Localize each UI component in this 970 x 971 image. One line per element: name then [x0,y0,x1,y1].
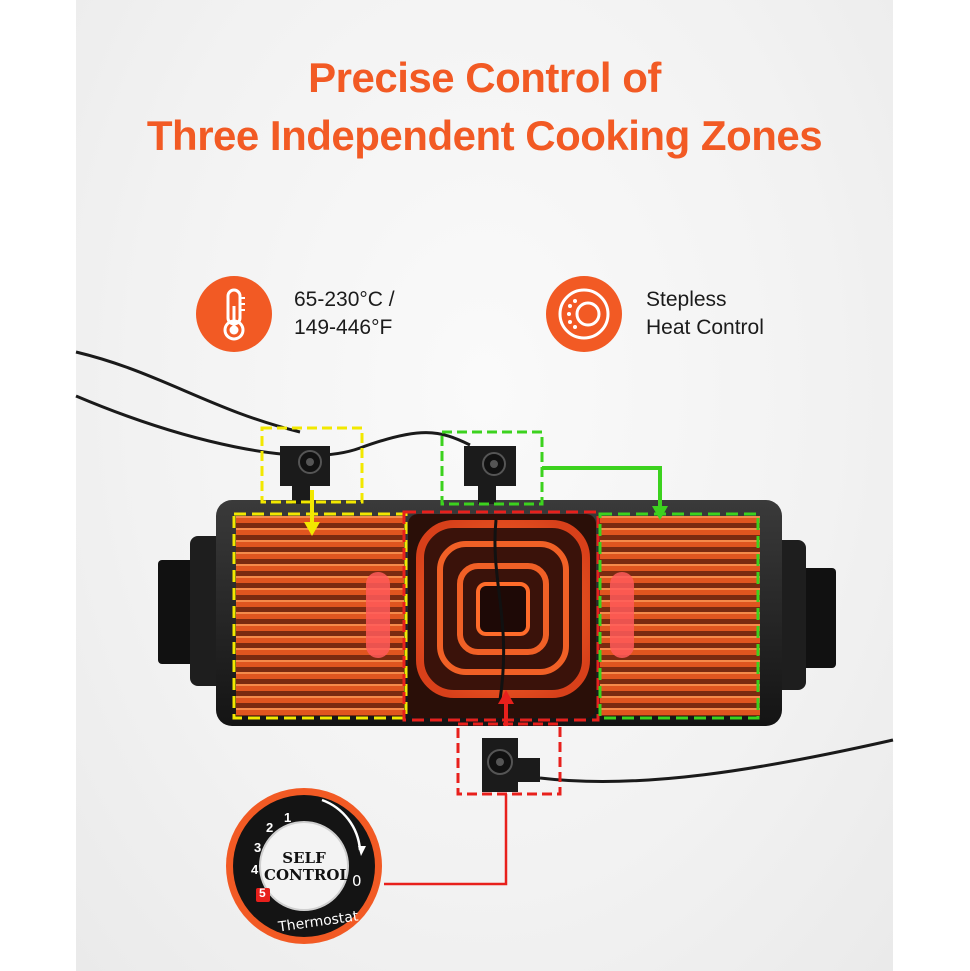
feature-2-line-2: Heat Control [646,316,764,339]
stepless-heat-text: Stepless Heat Control [646,286,764,342]
thermometer-icon [196,276,272,352]
left-zone-thermostat [280,446,330,504]
power-cord-left-lower [75,394,471,457]
knob-number-3: 3 [254,840,262,855]
thermostat-knob-closeup [226,788,382,944]
dial-icon [546,276,622,352]
power-cord-right [539,738,894,784]
right-handle [800,568,836,668]
right-zone-outline [598,512,760,720]
knob-off-mark: 0 [352,872,362,890]
knob-number-1: 1 [284,810,292,825]
knob-center-label: SELF CONTROL [264,849,350,884]
right-zone-thermostat [464,446,516,504]
knob-control-text: CONTROL [264,866,350,884]
left-handle [158,560,194,664]
left-zone-outline [232,512,408,720]
knob-self-text: SELF [282,849,326,867]
center-zone-thermostat [482,738,540,792]
center-zone-outline [402,510,600,722]
temperature-range-text: 65-230°C / 149-446°F [294,286,395,342]
headline-line-1: Precise Control of [308,54,661,101]
yellow-arrow [304,490,320,536]
red-arrow [498,690,514,726]
feature-1-line-1: 65-230°C / [294,288,395,311]
knob-number-5: 5 [259,886,266,900]
closeup-connector-line [384,794,508,886]
green-arrow [542,466,668,520]
feature-2-line-1: Stepless [646,288,727,311]
feature-1-line-2: 149-446°F [294,316,393,339]
knob-number-4: 4 [251,862,259,877]
headline-line-2: Three Independent Cooking Zones [146,112,823,159]
knob-number-2: 2 [266,820,274,835]
power-cord-left-upper [75,350,301,434]
